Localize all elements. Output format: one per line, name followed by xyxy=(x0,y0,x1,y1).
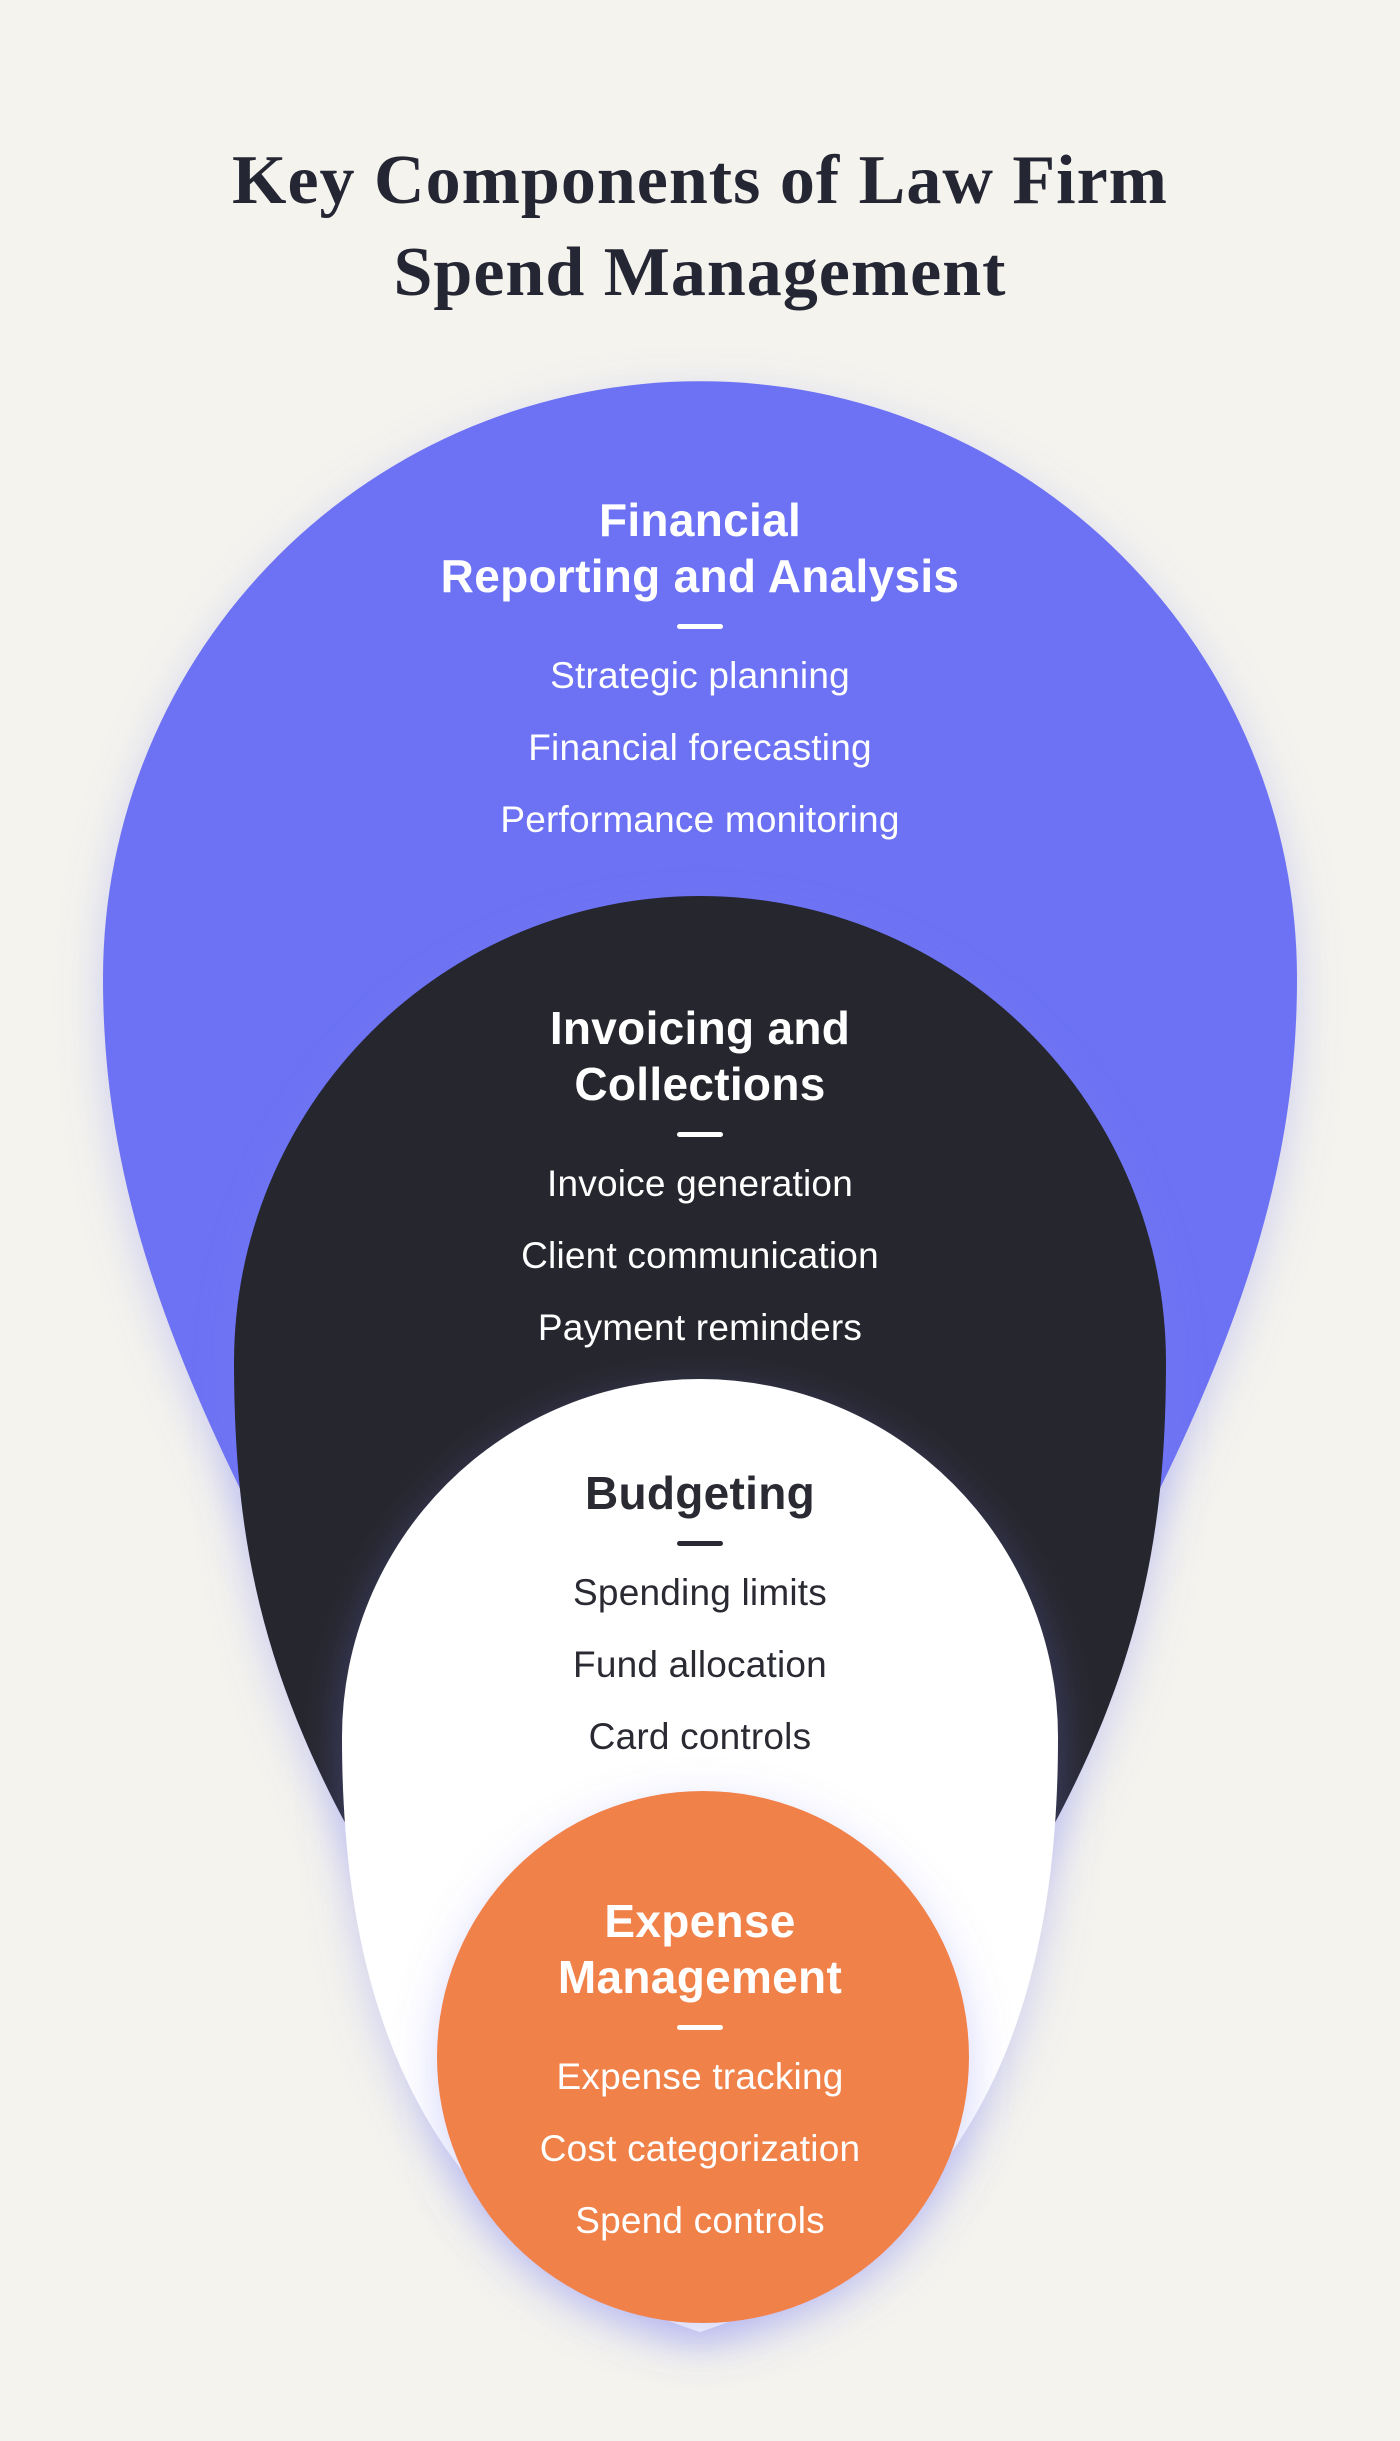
section-items: Invoice generation Client communication … xyxy=(320,1161,1080,1351)
section-items: Expense tracking Cost categorization Spe… xyxy=(320,2054,1080,2244)
list-item: Financial forecasting xyxy=(528,727,872,768)
section-invoicing-collections: Invoicing and Collections Invoice genera… xyxy=(320,1000,1080,1351)
list-item: Spending limits xyxy=(573,1572,827,1613)
list-item: Cost categorization xyxy=(539,2128,861,2169)
section-title: Financial Reporting and Analysis xyxy=(440,494,960,602)
section-title: Expense Management xyxy=(557,1895,843,2003)
divider-line xyxy=(677,1541,723,1546)
list-item: Fund allocation xyxy=(573,1644,827,1685)
list-item: Payment reminders xyxy=(537,1307,863,1348)
page-title: Key Components of Law Firm Spend Managem… xyxy=(232,141,1168,311)
circle-expense-management xyxy=(437,1791,969,2323)
section-expense-management: Expense Management Expense tracking Cost… xyxy=(320,1893,1080,2244)
list-item: Expense tracking xyxy=(556,2056,844,2097)
list-item: Spend controls xyxy=(575,2200,825,2241)
divider-line xyxy=(677,2025,723,2030)
section-items: Spending limits Fund allocation Card con… xyxy=(320,1570,1080,1760)
list-item: Client communication xyxy=(521,1235,879,1276)
list-item: Invoice generation xyxy=(547,1163,853,1204)
section-title: Invoicing and Collections xyxy=(549,1002,851,1110)
list-item: Strategic planning xyxy=(550,655,850,696)
section-financial-reporting: Financial Reporting and Analysis Strateg… xyxy=(320,492,1080,843)
list-item: Performance monitoring xyxy=(500,799,900,840)
section-budgeting: Budgeting Spending limits Fund allocatio… xyxy=(320,1465,1080,1760)
section-items: Strategic planning Financial forecasting… xyxy=(320,653,1080,843)
section-title: Budgeting xyxy=(584,1467,816,1519)
list-item: Card controls xyxy=(588,1716,812,1757)
divider-line xyxy=(677,1132,723,1137)
divider-line xyxy=(677,624,723,629)
